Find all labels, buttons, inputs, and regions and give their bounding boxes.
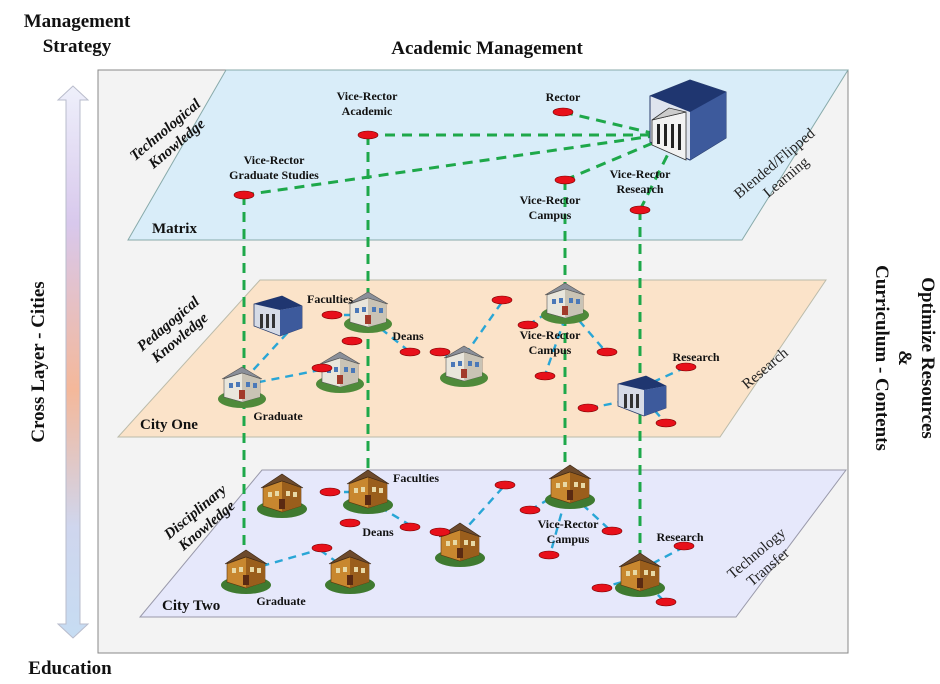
vr-academic-label-1: Vice-Rector	[337, 89, 399, 103]
rector-label: Rector	[546, 90, 581, 104]
city-two-research-label: Research	[656, 530, 703, 544]
cross-layer-label: Cross Layer - Cities	[28, 281, 49, 442]
vr-research-label-1: Vice-Rector	[610, 167, 672, 181]
cross-layer-arrow	[56, 85, 90, 639]
vr-graduate-label-1: Vice-Rector	[244, 153, 306, 167]
vr-graduate-label-2: Graduate Studies	[229, 168, 319, 182]
academic-management-title: Academic Management	[391, 38, 583, 59]
optimize-curriculum-line: Curriculum - Contents	[871, 265, 892, 451]
vr-academic-label-2: Academic	[342, 104, 393, 118]
city-two-vr-campus-label-2: Campus	[547, 532, 590, 546]
city-one-vr-campus-label-2: Campus	[529, 343, 572, 357]
city-two-plane-name: City Two	[162, 598, 220, 614]
matrix-plane	[127, 69, 849, 241]
vr-campus-matrix-label-2: Campus	[529, 208, 572, 222]
city-two-vr-campus-label-1: Vice-Rector	[538, 517, 600, 531]
city-one-deans-label: Deans	[392, 329, 424, 343]
vr-research-label-2: Research	[616, 182, 663, 196]
optimize-ampersand: &	[894, 350, 915, 366]
network-nodes	[233, 107, 697, 607]
city-one-faculties-label: Faculties	[307, 292, 353, 306]
city-one-research-label: Research	[672, 350, 719, 364]
city-two-deans-label: Deans	[362, 525, 394, 539]
education-label: Education	[28, 658, 112, 679]
optimize-resources-line1: Optimize Resources	[917, 277, 938, 439]
vr-campus-matrix-label-1: Vice-Rector	[520, 193, 582, 207]
city-two-plane	[138, 469, 847, 618]
management-strategy-line2: Strategy	[43, 36, 112, 57]
city-two-graduate-label: Graduate	[256, 594, 306, 608]
city-one-vr-campus-label-1: Vice-Rector	[520, 328, 582, 342]
management-strategy-line1: Management	[24, 11, 131, 32]
city-one-graduate-label: Graduate	[253, 409, 303, 423]
matrix-plane-name: Matrix	[152, 221, 197, 237]
rector-building-icon	[649, 79, 727, 161]
city-two-faculties-label: Faculties	[393, 471, 439, 485]
city-one-plane-name: City One	[140, 417, 198, 433]
